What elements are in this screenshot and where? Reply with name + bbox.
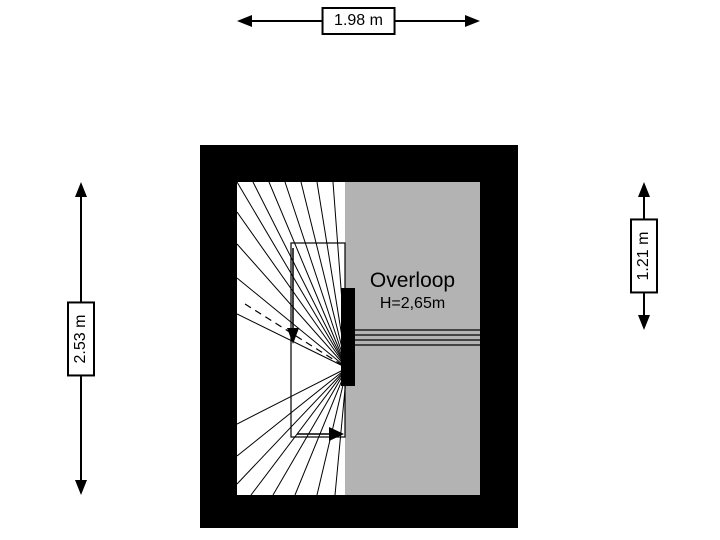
door-threshold xyxy=(355,329,480,346)
room-height-label: H=2,65m xyxy=(379,295,446,312)
arrow-up-icon xyxy=(638,182,650,197)
room-walls: Overloop H=2,65m xyxy=(200,145,518,528)
wall-stub xyxy=(341,288,355,386)
room-interior: Overloop H=2,65m xyxy=(237,182,480,495)
arrow-up-icon xyxy=(75,182,87,197)
dimension-left-label: 2.53 m xyxy=(67,301,95,376)
dimension-top-label: 1.98 m xyxy=(321,7,396,35)
landing-area xyxy=(345,182,480,495)
arrow-left-icon xyxy=(237,15,252,27)
room-label-group: Overloop H=2,65m xyxy=(345,268,480,314)
arrow-down-icon xyxy=(75,480,87,495)
arrow-down-icon xyxy=(638,315,650,330)
dimension-right: 1.21 m xyxy=(630,182,658,330)
stairwell-rect xyxy=(290,242,346,438)
staircase-drawing xyxy=(237,182,480,495)
down-arrow-icon xyxy=(287,248,299,344)
dimension-left: 2.53 m xyxy=(67,182,95,495)
arrow-right-icon xyxy=(465,15,480,27)
room-name: Overloop xyxy=(369,269,456,292)
dimension-right-label: 1.21 m xyxy=(630,218,658,294)
direction-arrow-icon xyxy=(297,427,344,441)
dimension-top: 1.98 m xyxy=(237,7,480,35)
